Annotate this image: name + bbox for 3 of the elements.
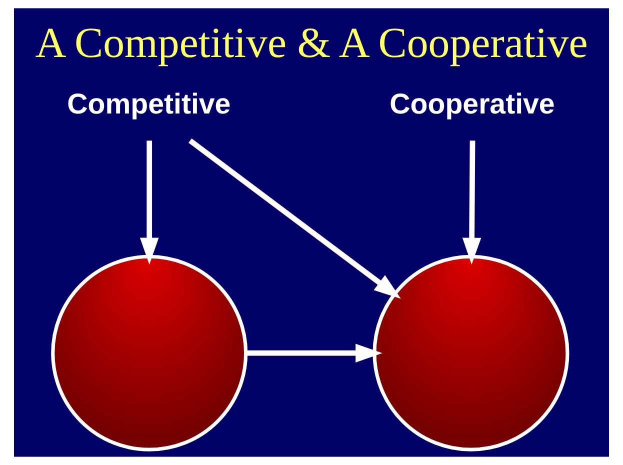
node-text: Competitive (67, 88, 231, 120)
diagram-title: A Competitive & A Cooperative (35, 20, 588, 67)
node-text: Cooperative (390, 88, 555, 120)
